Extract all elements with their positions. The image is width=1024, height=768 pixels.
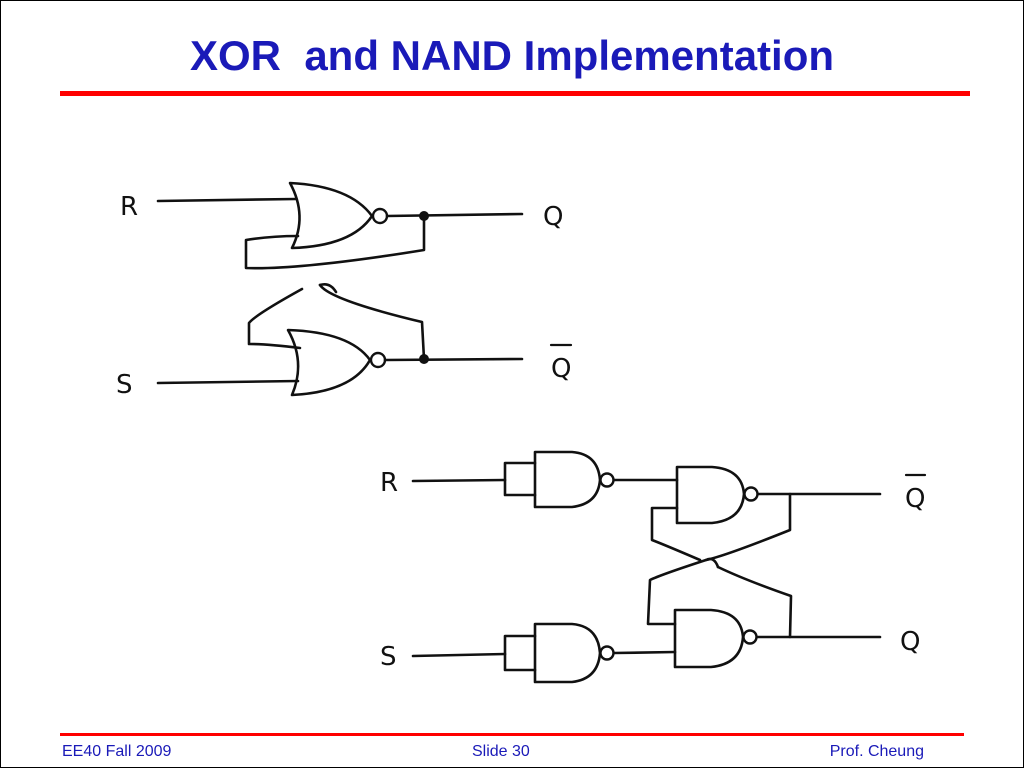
nand-latch: R S Q Q [380,450,927,684]
nand-gate-input-s [503,622,615,684]
footer-divider [60,733,964,736]
nor-latch-wires [156,197,524,385]
nand-input-s-label: S [380,642,397,672]
nand-latch-wires [411,478,882,658]
nor-latch: R S Q Q [116,181,573,400]
nand-output-qbar-label: Q [904,473,927,514]
nor-output-q-label: Q [543,202,563,232]
nand-input-r-label: R [380,468,398,498]
nor-gate-bottom [286,328,387,397]
footer-slide-number: Slide 30 [472,743,530,760]
nor-output-qbar-text: Q [551,354,571,384]
title-divider [60,91,970,96]
nand-output-q-label: Q [900,627,920,657]
nor-q-junction [419,211,429,221]
nor-input-r-label: R [120,192,138,222]
slide-title: XOR and NAND Implementation [189,32,835,79]
nor-gate-top [288,181,389,250]
nand-output-qbar-text: Q [905,484,925,514]
nand-gate-input-r [503,450,615,509]
nor-input-s-label: S [116,370,133,400]
footer-author: Prof. Cheung [829,743,924,760]
footer-course: EE40 Fall 2009 [62,743,172,760]
nor-output-qbar-label: Q [549,343,573,384]
nand-gate-latch-bottom [673,608,758,669]
nand-gate-latch-top [675,465,759,525]
nor-qbar-junction [419,354,429,364]
